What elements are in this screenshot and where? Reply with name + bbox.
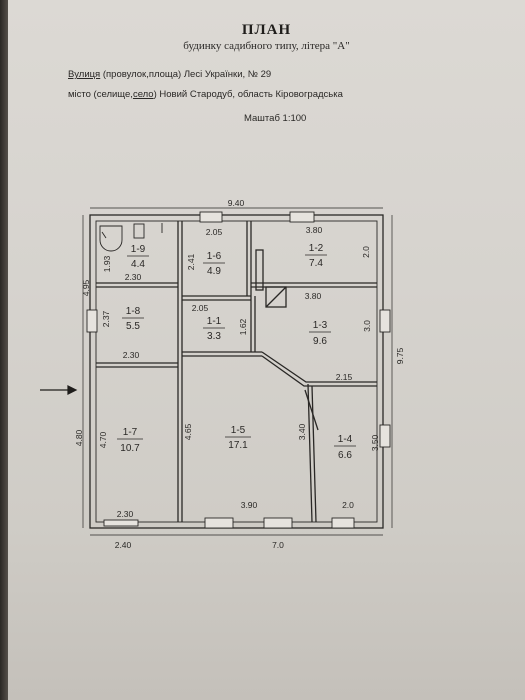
dim-label: 2.0 <box>361 246 371 258</box>
dimension-labels: 9.40 2.40 7.0 2.05 3.80 2.30 2.05 3.80 2… <box>115 198 354 550</box>
outer-wall <box>89 214 384 529</box>
plan-walls <box>89 214 384 529</box>
book-binding <box>0 0 8 700</box>
room-number: 1-9 <box>131 244 146 255</box>
toilet-icon <box>133 223 145 239</box>
wall-1-4-left-b <box>311 385 317 523</box>
room-number: 1-7 <box>123 427 138 438</box>
dim-label: 2.05 <box>192 303 209 313</box>
plan-title: ПЛАН <box>241 22 292 38</box>
street-value: (провулок,площа) Лесі Українки, № 29 <box>100 69 272 80</box>
city-label: місто (селище, <box>68 89 133 100</box>
stove <box>265 286 287 308</box>
dim-label: 2.40 <box>115 540 132 550</box>
dim-label: 2.15 <box>336 372 353 382</box>
window <box>103 519 139 527</box>
window <box>204 517 234 529</box>
dim-label: 2.30 <box>123 350 140 360</box>
dim-label: 7.0 <box>272 540 284 550</box>
address-city-line: місто (селище,село) Новий Стародуб, обла… <box>68 89 343 100</box>
room-labels: 1-9 4.4 1-6 4.9 1-2 7.4 1-8 5.5 1-1 3.3 … <box>117 243 356 461</box>
room-area: 4.4 <box>131 259 145 270</box>
wall-1-3-bottom <box>261 351 377 383</box>
room-number: 1-6 <box>207 251 222 262</box>
dim-label: 1.93 <box>102 255 112 272</box>
dim-label: 2.30 <box>117 509 134 519</box>
dim-label: 4.70 <box>98 431 108 448</box>
stair-line <box>304 389 319 431</box>
window <box>289 211 315 223</box>
document-page: ПЛАН будинку садибного типу, літера "А" … <box>8 0 525 700</box>
dim-label: 3.40 <box>297 423 307 440</box>
room-number: 1-1 <box>207 316 222 327</box>
room-number: 1-5 <box>231 425 246 436</box>
room-area: 9.6 <box>313 336 327 347</box>
wall-1-4-left <box>307 383 313 523</box>
room-number: 1-8 <box>126 306 141 317</box>
room-area: 7.4 <box>309 258 323 269</box>
dim-label: 9.75 <box>395 347 405 364</box>
window <box>86 309 98 333</box>
dim-label: 9.40 <box>228 198 245 208</box>
dim-label: 2.37 <box>101 310 111 327</box>
room-area: 10.7 <box>120 443 140 454</box>
bathroom-fixtures <box>99 223 163 252</box>
scale-label: Маштаб 1:100 <box>244 113 307 124</box>
window <box>199 211 223 223</box>
room-number: 1-3 <box>313 320 328 331</box>
dim-label: 2.05 <box>206 227 223 237</box>
dim-label: 3.80 <box>306 225 323 235</box>
city-village-word: село <box>132 89 154 100</box>
bathtub-icon <box>99 225 123 252</box>
tap-icon <box>101 231 107 239</box>
room-number: 1-4 <box>338 434 353 445</box>
room-area: 3.3 <box>207 331 221 342</box>
city-value: ) Новий Стародуб, область Кіровоградська <box>153 89 343 100</box>
wall-1-3-bottom-b <box>261 355 377 387</box>
dim-label: 3.50 <box>370 434 380 451</box>
dim-label: 4.80 <box>74 429 84 446</box>
inner-wall-line <box>95 220 378 523</box>
dim-label: 3.80 <box>305 291 322 301</box>
room-area: 17.1 <box>228 440 248 451</box>
room-area: 6.6 <box>338 450 352 461</box>
entrance-arrow-icon <box>40 385 78 395</box>
room-area: 4.9 <box>207 266 221 277</box>
room-area: 5.5 <box>126 321 140 332</box>
window <box>379 309 391 333</box>
window <box>331 517 355 529</box>
window <box>379 424 391 448</box>
street-label: Вулиця <box>68 69 101 80</box>
dimension-lines <box>82 207 393 536</box>
window <box>263 517 293 529</box>
dim-label: 2.0 <box>342 500 354 510</box>
dim-label: 4.95 <box>81 279 91 296</box>
windows <box>86 211 391 529</box>
dim-label: 1.62 <box>238 318 248 335</box>
plan-subtitle: будинку садибного типу, літера "А" <box>183 40 350 52</box>
stove-mark <box>265 286 287 308</box>
dim-label: 3.0 <box>362 320 372 332</box>
dim-label: 4.65 <box>183 423 193 440</box>
dim-label: 2.30 <box>125 272 142 282</box>
chimney <box>255 249 264 291</box>
dimension-labels-vertical: 4.95 4.80 9.75 1.93 2.41 2.0 2.37 1.62 3… <box>74 246 405 451</box>
dim-label: 2.41 <box>186 253 196 270</box>
address-street-line: Вулиця (провулок,площа) Лесі Українки, №… <box>68 69 271 80</box>
room-number: 1-2 <box>309 243 324 254</box>
dim-label: 3.90 <box>241 500 258 510</box>
